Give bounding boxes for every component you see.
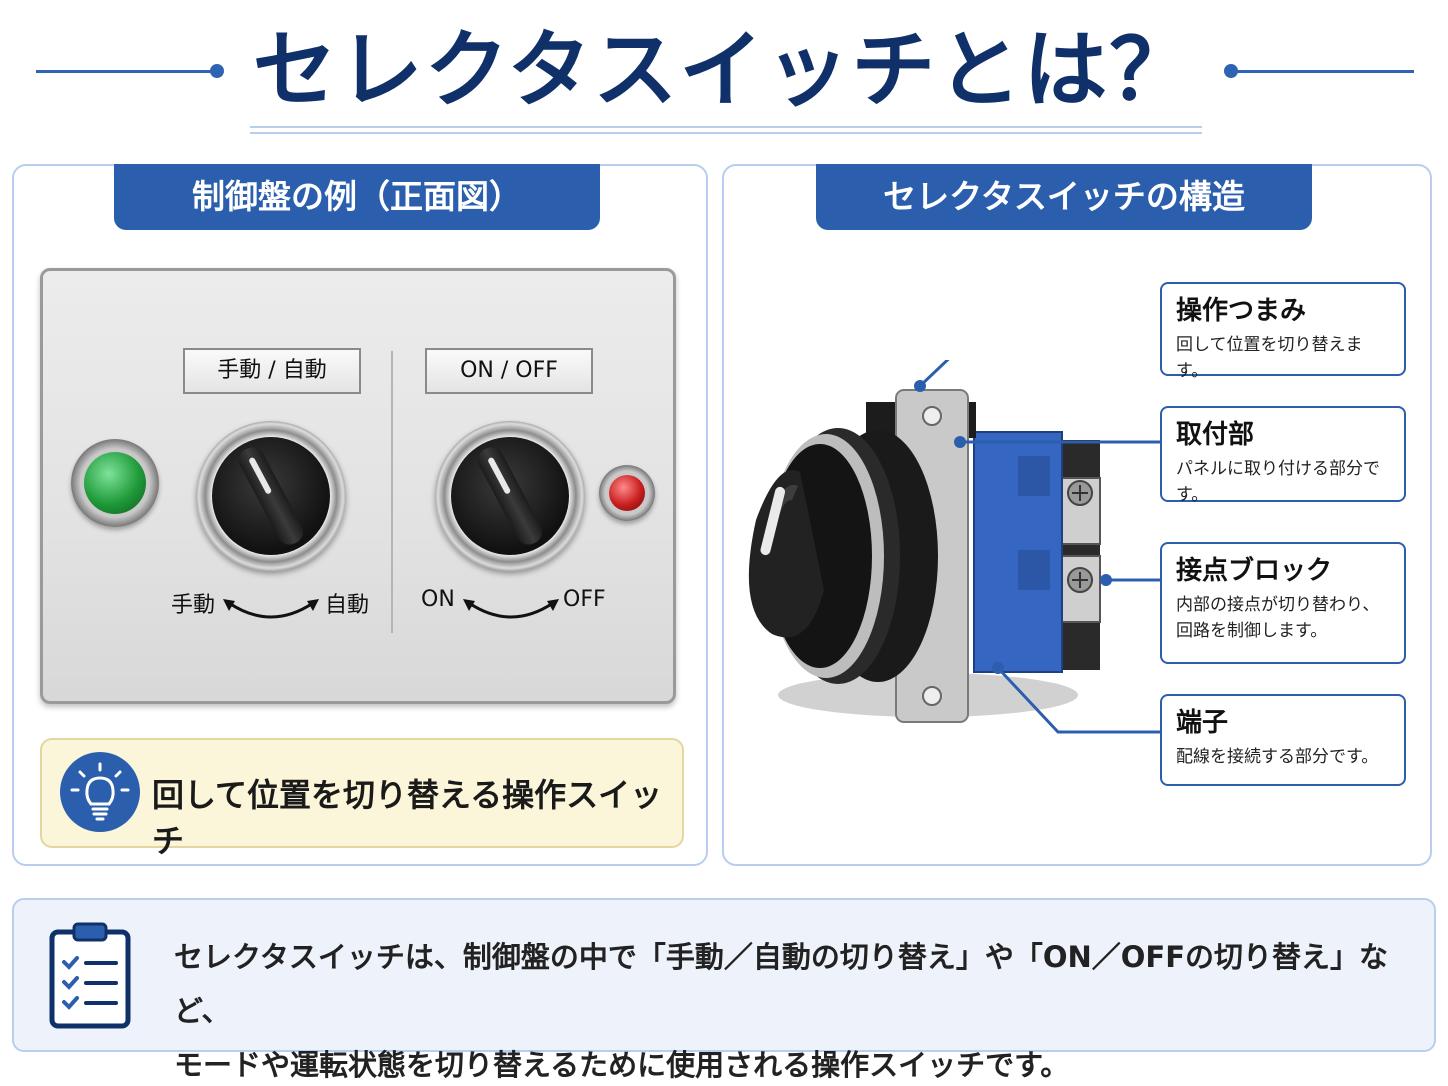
knob-indicator <box>487 456 512 495</box>
knob-body <box>212 437 330 555</box>
knob-handle <box>473 443 547 549</box>
title-left-line <box>36 70 216 73</box>
label-on: ON <box>421 587 455 612</box>
left-panel-heading: 制御盤の例（正面図） <box>114 164 600 230</box>
green-lamp-bezel <box>71 439 159 527</box>
page-title: セレクタスイッチとは？ <box>252 21 1196 119</box>
callout-operating-knob: 操作つまみ 回して位置を切り替えます。 <box>1160 282 1406 381</box>
title-right-line <box>1236 70 1414 73</box>
nameplate-on-off: ON / OFF <box>425 348 593 394</box>
knob-body <box>451 437 569 555</box>
control-plate: 手動 / 自動 手動 自動 ON / OFF ON OFF <box>40 268 676 704</box>
label-manual: 手動 <box>171 593 216 618</box>
red-lamp <box>609 475 645 511</box>
callout-title: 操作つまみ <box>1176 296 1307 326</box>
green-lamp <box>84 452 146 514</box>
knob-indicator <box>248 456 273 495</box>
tip-box: 回して位置を切り替える操作スイッチ <box>40 738 684 860</box>
title-left-dot <box>210 64 224 78</box>
callout-terminal: 端子 配線を接続する部分です。 <box>1160 694 1406 786</box>
callout-contact-block: 接点ブロック 内部の接点が切り替わり、回路を制御します。 <box>1160 542 1406 664</box>
summary-line-2: モードや運転状態を切り替えるために使用される操作スイッチです。 <box>174 1048 1070 1082</box>
title-underline-2 <box>250 132 1202 134</box>
callout-title: 接点ブロック <box>1176 556 1333 586</box>
plate-divider <box>391 351 393 633</box>
selector-knob-manual-auto[interactable] <box>196 421 346 571</box>
title-underline <box>250 126 1202 128</box>
summary-box: セレクタスイッチは、制御盤の中で「手動／自動の切り替え」や「ON／OFFの切り替… <box>12 898 1436 1082</box>
rotation-arrow-icon <box>463 599 559 619</box>
title-right-dot <box>1224 64 1238 78</box>
right-panel-heading: セレクタスイッチの構造 <box>816 164 1312 230</box>
callout-desc: 回して位置を切り替えます。 <box>1176 335 1363 381</box>
summary-text: セレクタスイッチは、制御盤の中で「手動／自動の切り替え」や「ON／OFFの切り替… <box>174 930 1424 1086</box>
callout-title: 取付部 <box>1176 420 1255 450</box>
label-off: OFF <box>563 587 606 612</box>
checklist-icon <box>49 922 131 1029</box>
lightbulb-icon <box>60 752 140 832</box>
red-lamp-bezel <box>599 465 655 521</box>
rotation-arrow-icon <box>223 599 319 619</box>
callout-title: 端子 <box>1176 708 1229 738</box>
callout-desc: パネルに取り付ける部分です。 <box>1176 459 1380 505</box>
nameplate-manual-auto: 手動 / 自動 <box>183 348 361 394</box>
callout-desc: 内部の接点が切り替わり、回路を制御します。 <box>1176 595 1380 641</box>
label-auto: 自動 <box>325 593 370 618</box>
tip-text: 回して位置を切り替える操作スイッチ <box>152 776 663 860</box>
knob-handle <box>234 443 308 549</box>
callout-mounting: 取付部 パネルに取り付ける部分です。 <box>1160 406 1406 505</box>
summary-line-1: セレクタスイッチは、制御盤の中で「手動／自動の切り替え」や「ON／OFFの切り替… <box>174 940 1389 1028</box>
callout-desc: 配線を接続する部分です。 <box>1176 747 1379 767</box>
selector-switch-illustration <box>748 360 1160 734</box>
title-area: セレクタスイッチとは？ <box>0 0 1448 140</box>
selector-knob-on-off[interactable] <box>435 421 585 571</box>
